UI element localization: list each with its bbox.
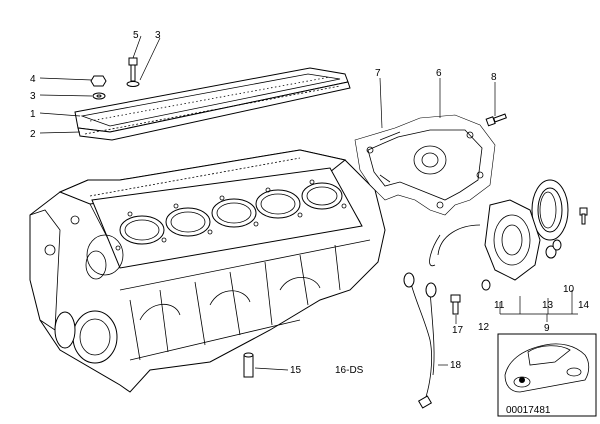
bolt-14 <box>579 207 588 225</box>
callout-18: 18 <box>450 360 462 371</box>
callout-16-ds: 16-DS <box>335 365 364 376</box>
callout-13: 13 <box>542 300 554 311</box>
callout-7: 7 <box>375 68 381 79</box>
leader-lines <box>39 35 496 371</box>
sensor-cable-18 <box>403 272 437 409</box>
callout-4: 4 <box>30 74 36 85</box>
inset-id: 00017481 <box>506 405 551 416</box>
callout-14: 14 <box>578 300 590 311</box>
callout-10: 10 <box>563 284 575 295</box>
callout-11: 11 <box>494 300 505 311</box>
nut-4 <box>90 75 107 100</box>
pin-15 <box>243 352 254 378</box>
callout-5: 5 <box>133 30 139 41</box>
callout-3-left: 3 <box>30 91 36 102</box>
front-cover-gasket <box>354 114 496 216</box>
callout-1: 1 <box>30 109 36 120</box>
rear-cover-11 <box>429 199 541 281</box>
seal-ring-10 <box>531 179 569 241</box>
small-parts-12-13 <box>481 239 562 291</box>
vehicle-inset: 00017481 <box>497 333 597 417</box>
callout-3-top: 3 <box>155 30 161 41</box>
callout-9: 9 <box>544 323 550 334</box>
bolt-5 <box>126 57 140 87</box>
bolt-8 <box>485 113 507 127</box>
callout-17: 17 <box>452 325 464 336</box>
callout-15: 15 <box>290 365 302 376</box>
callout-12: 12 <box>478 322 490 333</box>
callout-2: 2 <box>30 129 36 140</box>
callout-8: 8 <box>491 72 497 83</box>
bracket-group-9 <box>499 290 578 322</box>
engine-block <box>29 149 386 393</box>
bolt-17 <box>450 294 461 315</box>
callout-labels: 5 3 4 3 1 2 7 6 8 11 12 13 10 14 9 17 18… <box>30 30 590 376</box>
upper-cover-gasket <box>74 67 351 141</box>
callout-6: 6 <box>436 68 442 79</box>
